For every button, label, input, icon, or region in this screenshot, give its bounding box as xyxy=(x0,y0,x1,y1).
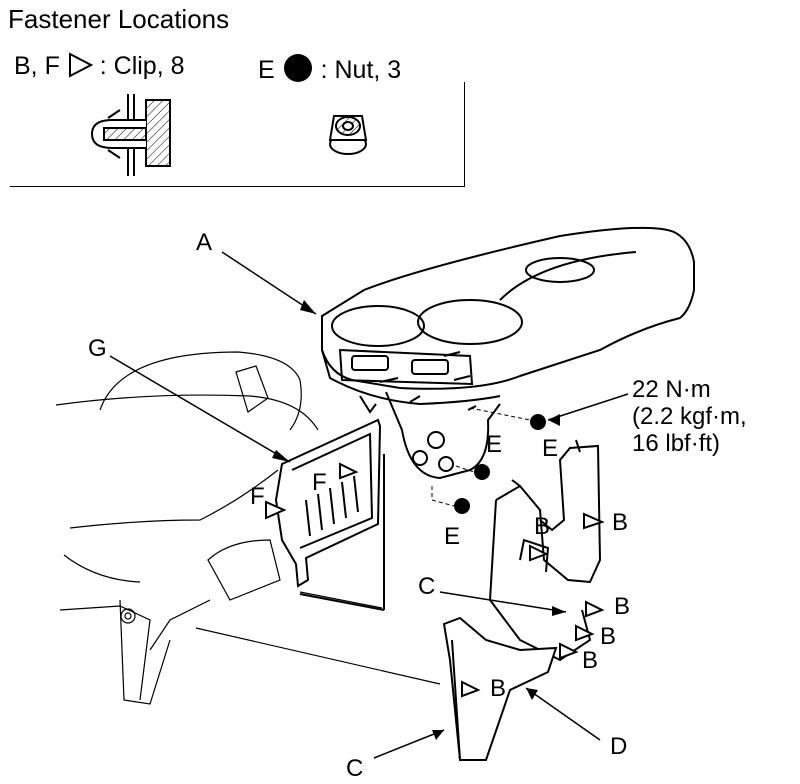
legend-nut-text: : Nut, 3 xyxy=(320,56,402,84)
page-title: Fastener Locations xyxy=(8,4,230,34)
callout-f-left: F xyxy=(250,483,265,510)
part-d-rear-trim xyxy=(488,439,602,662)
callout-b-3: B xyxy=(614,593,630,620)
console-bracket xyxy=(359,391,501,480)
legend-nut: E : Nut, 3 xyxy=(258,52,401,85)
part-a-console-box xyxy=(321,226,695,406)
nut-markers xyxy=(454,414,546,514)
background-seat xyxy=(55,351,441,705)
legend-clip: B, F : Clip, 8 xyxy=(14,52,185,81)
torque-spec: 22 N·m (2.2 kgf·m, 16 lbf·ft) xyxy=(632,376,747,457)
callout-b-1: B xyxy=(534,513,550,540)
legend-clip-codes: B, F xyxy=(14,52,60,80)
clip-marker-b4 xyxy=(575,624,595,642)
part-g-side-panel xyxy=(274,418,385,611)
callout-a: A xyxy=(196,229,212,256)
callout-d: D xyxy=(610,733,627,760)
callout-b-6: B xyxy=(490,675,506,702)
clip-marker-b1 xyxy=(583,512,605,530)
legend-panel xyxy=(10,82,465,187)
torque-line-2: (2.2 kgf·m, xyxy=(632,403,747,430)
callout-b-2: B xyxy=(612,509,628,536)
nut-marker-3 xyxy=(454,498,470,514)
nut-symbol-icon xyxy=(283,54,312,82)
nut-marker-2 xyxy=(474,464,490,480)
clip-marker-b5 xyxy=(559,642,579,660)
legend-clip-text: : Clip, 8 xyxy=(99,52,185,80)
clip-marker-f2 xyxy=(339,462,359,480)
callout-g: G xyxy=(88,335,107,362)
clip-marker-b2 xyxy=(529,544,549,562)
torque-line-1: 22 N·m xyxy=(632,376,711,403)
flange-nut-icon xyxy=(328,115,368,155)
callout-c-upper: C xyxy=(418,573,435,600)
clip-markers xyxy=(265,462,605,698)
clip-cross-section-icon xyxy=(90,94,171,176)
clip-symbol-icon xyxy=(68,52,93,78)
part-c-lower-trim xyxy=(442,616,558,761)
leader-lines xyxy=(109,251,629,759)
callout-b-5: B xyxy=(582,647,598,674)
clip-marker-b6 xyxy=(461,680,481,698)
callout-e-2: E xyxy=(542,435,558,462)
callout-e-1: E xyxy=(486,431,502,458)
nut-dashes xyxy=(431,407,531,507)
callout-c-lower: C xyxy=(346,755,363,782)
leader-arrowheads xyxy=(272,300,566,740)
callout-b-4: B xyxy=(600,623,616,650)
clip-marker-b3 xyxy=(585,600,605,618)
callout-f-right: F xyxy=(312,469,327,496)
nut-marker-1 xyxy=(530,414,546,430)
legend-nut-codes: E xyxy=(258,56,275,84)
clip-marker-f1 xyxy=(265,500,287,520)
callout-e-3: E xyxy=(444,523,460,550)
torque-line-3: 16 lbf·ft) xyxy=(632,430,721,457)
